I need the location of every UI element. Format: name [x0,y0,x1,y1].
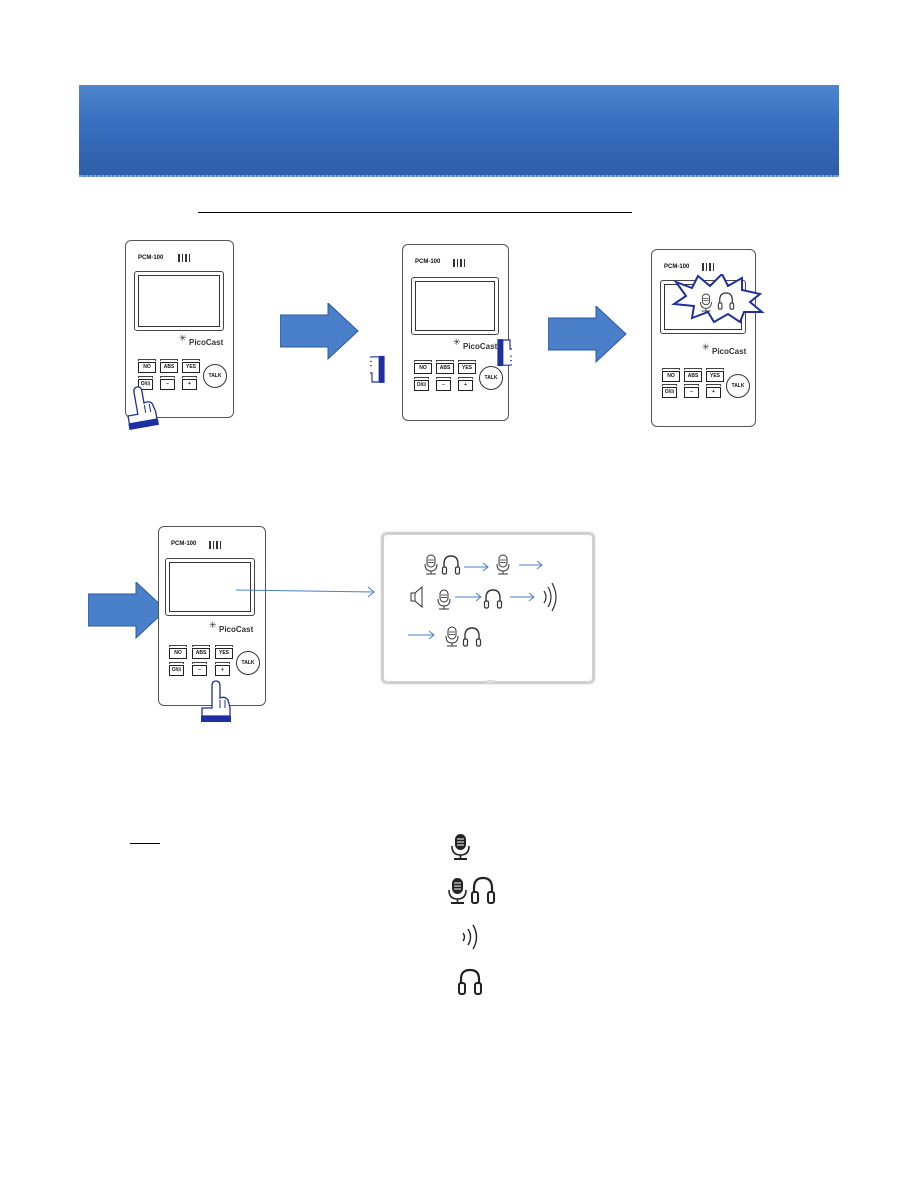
brand-label: PicoCast [189,338,224,347]
talk-button[interactable]: TALK [236,651,260,675]
device-step-3: PCM-100 ✳ PicoCast NO ABS YES TALK O/⊡ –… [651,249,756,427]
abs-button[interactable]: ABS [160,359,178,373]
power-button[interactable]: O/⊡ [414,377,429,391]
panel-tab [487,680,495,683]
arrow-icon [455,592,482,602]
no-button[interactable]: NO [169,645,187,659]
no-button[interactable]: NO [414,360,432,374]
no-button[interactable]: NO [662,368,680,382]
pointing-hand-icon [124,383,160,430]
minus-button[interactable]: – [192,662,207,676]
arrow-icon [464,562,489,572]
minus-button[interactable]: – [684,384,699,398]
headphones-icon [483,589,503,609]
talk-button[interactable]: TALK [479,366,503,390]
device-step-2: PCM-100 ✳ PicoCast NO ABS YES TALK O/⊡ –… [402,244,509,421]
speaker-grille [178,254,190,262]
model-label: PCM-100 [171,541,197,547]
model-label: PCM-100 [664,264,690,270]
arrow-icon [519,560,543,570]
pointing-hand-icon [496,338,512,367]
microphone-icon [437,589,451,610]
power-button[interactable]: O/⊡ [662,384,677,398]
headphones-icon [441,555,461,575]
talk-button[interactable]: TALK [726,374,750,398]
plus-button[interactable]: + [706,384,721,398]
abs-button[interactable]: ABS [192,645,210,659]
display-screen [411,277,499,335]
flow-arrow-icon [548,306,627,363]
pointing-hand-icon [370,355,386,384]
headphones-icon [458,968,482,995]
power-button[interactable]: O/⊡ [138,376,153,390]
arrow-icon [408,630,435,640]
plus-button[interactable]: + [182,376,197,390]
screen-modes-panel [381,532,595,684]
no-button[interactable]: NO [138,359,156,373]
power-button[interactable]: O/⊡ [169,662,184,676]
speaker-grille [702,263,714,271]
microphone-headphones-icon [448,876,495,904]
microphone-icon [451,834,470,860]
abs-button[interactable]: ABS [684,368,702,382]
device-step-4: PCM-100 ✳ PicoCast NO ABS YES TALK O/⊡ –… [158,526,266,706]
minus-button[interactable]: – [436,377,451,391]
modes-diagram [408,554,557,647]
speaker-icon [410,585,423,609]
device-step-1: PCM-100 ✳ PicoCast NO ABS YES TALK O/⊡ –… [125,240,234,418]
sound-waves-icon [462,924,478,950]
microphone-icon [424,554,438,575]
speaker-grille [453,259,465,267]
plus-button[interactable]: + [215,662,230,676]
display-screen [165,558,255,616]
plus-button[interactable]: + [458,377,473,391]
brand-label: PicoCast [219,625,254,634]
microphone-icon [496,554,510,575]
yes-button[interactable]: YES [458,360,476,374]
section-rule [198,212,632,213]
brand-logo-icon: ✳ [179,333,187,343]
model-label: PCM-100 [138,255,164,261]
arrow-icon [510,592,535,602]
headphones-icon [462,627,482,647]
microphone-icon [445,626,459,647]
legend-underline [130,843,160,844]
speaker-grille [209,541,221,549]
model-label: PCM-100 [415,259,441,265]
sound-waves-icon [543,582,557,612]
zoom-connector-line [235,586,375,598]
brand-label: PicoCast [463,342,498,351]
header-banner [79,85,839,177]
brand-logo-icon: ✳ [453,337,461,347]
brand-label: PicoCast [712,347,747,356]
yes-button[interactable]: YES [182,359,200,373]
brand-logo-icon: ✳ [702,342,710,352]
minus-button[interactable]: – [160,376,175,390]
yes-button[interactable]: YES [706,368,724,382]
display-screen [134,271,224,331]
flash-burst-icon [671,274,765,324]
brand-logo-icon: ✳ [209,620,217,630]
flow-arrow-icon [280,303,359,360]
abs-button[interactable]: ABS [436,360,454,374]
talk-button[interactable]: TALK [203,364,227,388]
yes-button[interactable]: YES [215,645,233,659]
pointing-hand-icon [200,680,232,722]
